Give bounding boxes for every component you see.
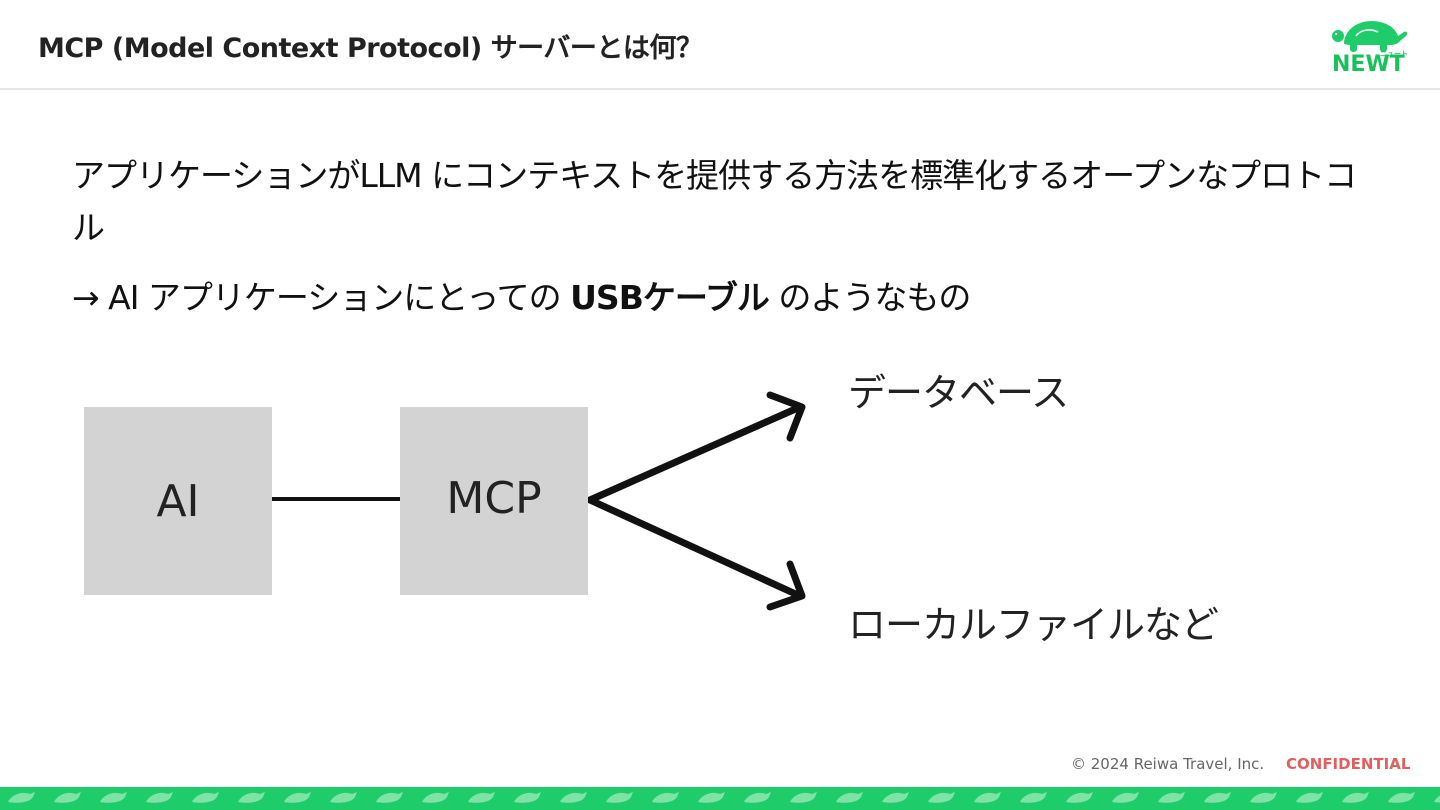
band-turtle-mark bbox=[1020, 792, 1047, 803]
turtle-pattern bbox=[8, 792, 1440, 803]
newt-logo: ニュート NEWT bbox=[1330, 14, 1410, 78]
arrow-to-local-files bbox=[586, 496, 804, 600]
analogy-emphasis: USBケーブル bbox=[570, 278, 770, 317]
logo-kana: ニュート bbox=[1380, 50, 1408, 58]
band-turtle-mark bbox=[652, 792, 679, 803]
band-turtle-mark bbox=[882, 792, 909, 803]
target-database: データベース bbox=[848, 371, 1069, 415]
arrow-head-database bbox=[766, 391, 806, 442]
band-turtle-mark bbox=[606, 792, 633, 803]
footer-copyright: © 2024 Reiwa Travel, Inc. bbox=[1071, 755, 1265, 773]
logo-wordmark: NEWT bbox=[1332, 52, 1405, 77]
band-turtle-mark bbox=[376, 792, 403, 803]
band-turtle-mark bbox=[836, 792, 863, 803]
arrow-to-database bbox=[586, 403, 804, 504]
analogy-line: → AI アプリケーションにとっての USBケーブル のようなもの bbox=[72, 275, 971, 321]
band-turtle-mark bbox=[54, 792, 81, 803]
ai-box: AI bbox=[84, 407, 272, 595]
band-turtle-mark bbox=[790, 792, 817, 803]
band-turtle-mark bbox=[238, 792, 265, 803]
band-turtle-mark bbox=[514, 792, 541, 803]
band-turtle-mark bbox=[1250, 792, 1277, 803]
protocol-description: アプリケーションがLLM にコンテキストを提供する方法を標準化するオープンなプロ… bbox=[72, 156, 1357, 247]
band-turtle-mark bbox=[1342, 792, 1369, 803]
header: MCP (Model Context Protocol) サーバーとは何？ ニュ… bbox=[0, 0, 1440, 90]
band-turtle-mark bbox=[1296, 792, 1323, 803]
analogy-prefix: → AI アプリケーションにとっての bbox=[72, 278, 571, 317]
band-turtle-mark bbox=[330, 792, 357, 803]
bottom-brand-band bbox=[0, 787, 1440, 810]
band-turtle-mark bbox=[146, 792, 173, 803]
band-turtle-mark bbox=[284, 792, 311, 803]
band-turtle-mark bbox=[8, 792, 35, 803]
mcp-box: MCP bbox=[400, 407, 588, 595]
band-turtle-mark bbox=[744, 792, 771, 803]
turtle-icon bbox=[1332, 20, 1408, 52]
band-turtle-mark bbox=[1158, 792, 1185, 803]
band-turtle-mark bbox=[422, 792, 449, 803]
ai-box-label: AI bbox=[156, 475, 200, 527]
analogy-suffix: のようなもの bbox=[768, 278, 971, 317]
footer-confidential: CONFIDENTIAL bbox=[1286, 755, 1411, 773]
band-turtle-mark bbox=[1112, 792, 1139, 803]
arrow-head-local-files bbox=[766, 560, 806, 611]
band-turtle-mark bbox=[1388, 792, 1415, 803]
band-turtle-mark bbox=[560, 792, 587, 803]
mcp-box-label: MCP bbox=[446, 472, 542, 524]
band-turtle-mark bbox=[974, 792, 1001, 803]
band-turtle-mark bbox=[928, 792, 955, 803]
page-title: MCP (Model Context Protocol) サーバーとは何？ bbox=[38, 33, 703, 64]
band-turtle-mark bbox=[1066, 792, 1093, 803]
band-turtle-mark bbox=[1434, 795, 1440, 803]
band-turtle-mark bbox=[1204, 792, 1231, 803]
band-turtle-mark bbox=[698, 792, 725, 803]
band-turtle-mark bbox=[468, 792, 495, 803]
band-turtle-mark bbox=[100, 792, 127, 803]
target-local-files: ローカルファイルなど bbox=[848, 603, 1219, 647]
band-turtle-mark bbox=[192, 792, 219, 803]
